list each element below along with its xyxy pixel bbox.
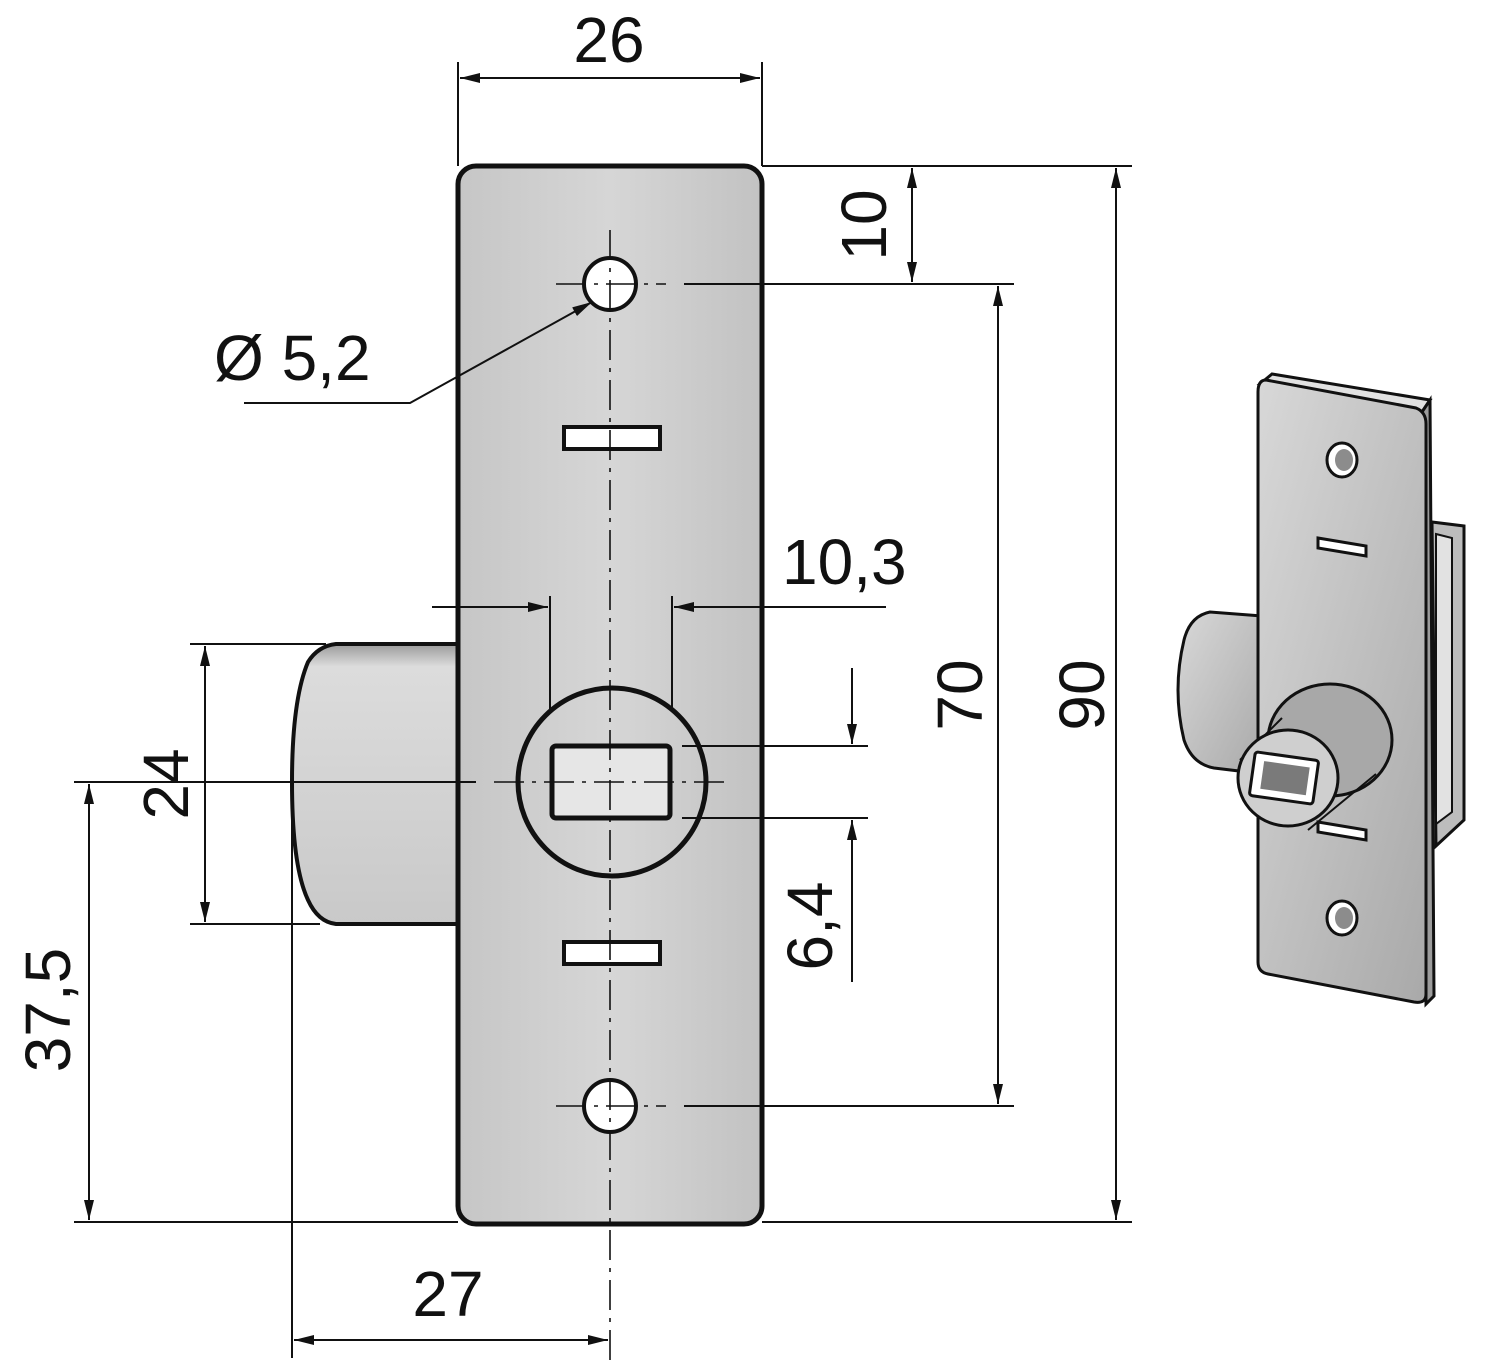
- dim-hole-spacing: 70: [924, 659, 996, 730]
- dim-backset: 27: [412, 1258, 483, 1330]
- front-view: [289, 163, 765, 1360]
- dim-bolt-height: 24: [130, 748, 202, 819]
- isometric-view: [1176, 372, 1466, 1008]
- bolt-tongue: [289, 642, 462, 926]
- dim-overall-height: 90: [1046, 659, 1118, 730]
- dim-top-offset: 10: [828, 189, 900, 260]
- dim-center-height: 37,5: [12, 948, 84, 1073]
- iso-bolt-tongue: [1176, 610, 1266, 776]
- dim-cam-width: 10,3: [782, 526, 907, 598]
- dimensions: 26 10 70 90 Ø 5,2 10,3 6,4 24: [12, 4, 1132, 1358]
- dim-width-plate: 26: [573, 4, 644, 76]
- upper-slot: [562, 425, 662, 451]
- dim-hole-diameter: Ø 5,2: [214, 322, 371, 394]
- dim-slot-height: 6,4: [774, 882, 846, 971]
- lower-slot: [562, 940, 662, 966]
